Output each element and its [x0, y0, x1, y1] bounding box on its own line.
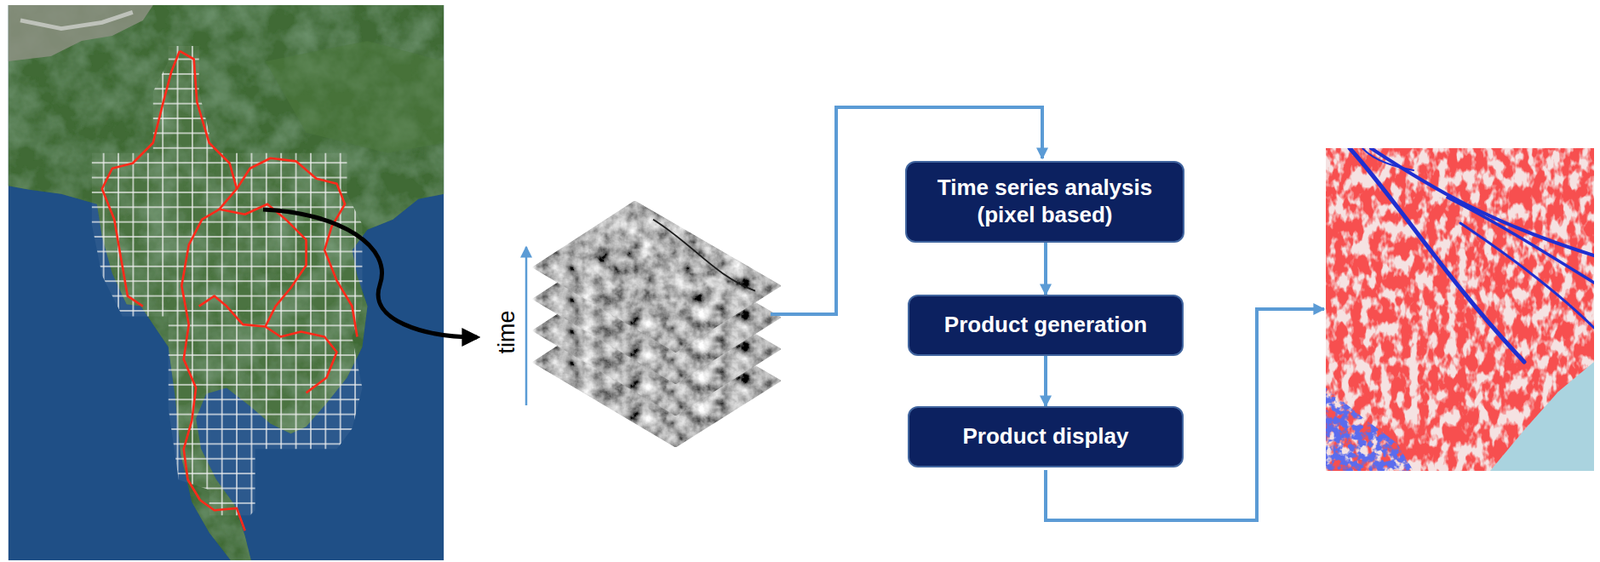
river [1362, 148, 1414, 171]
flow-arrow [1043, 355, 1048, 407]
box-text: Product generation [944, 311, 1147, 339]
land-shade [265, 40, 445, 154]
water-area [1325, 387, 1414, 471]
map-ground [1325, 148, 1595, 471]
zoom-arrow [263, 209, 477, 338]
layer-ground [533, 200, 781, 352]
box-text: Product display [962, 423, 1129, 451]
border [179, 51, 237, 500]
box-text: Time series analysis (pixel based) [918, 174, 1171, 229]
snow [20, 11, 133, 29]
flow-line [770, 107, 1043, 315]
process-box: Product display [907, 406, 1184, 468]
flow-arrow [1043, 242, 1048, 295]
rivers [1349, 148, 1595, 362]
river [1349, 148, 1525, 362]
river-trace [653, 219, 756, 292]
border [102, 51, 180, 307]
border [199, 204, 307, 327]
river [1447, 197, 1595, 283]
tile-grid [91, 45, 363, 516]
axis-label: time [494, 309, 521, 354]
country-borders [102, 51, 358, 531]
border [265, 326, 338, 394]
rice-area [1325, 148, 1595, 471]
mountains [8, 5, 154, 62]
image-layer [533, 200, 781, 352]
sea [1490, 361, 1595, 471]
river [1460, 223, 1595, 328]
flow-line [1045, 309, 1325, 521]
time-axis [525, 246, 528, 406]
border [236, 158, 357, 338]
process-box: Time series analysis (pixel based) [905, 160, 1185, 243]
output-map [1325, 148, 1595, 471]
image-stack [533, 200, 781, 448]
process-box: Product generation [907, 294, 1184, 356]
border [200, 499, 246, 531]
